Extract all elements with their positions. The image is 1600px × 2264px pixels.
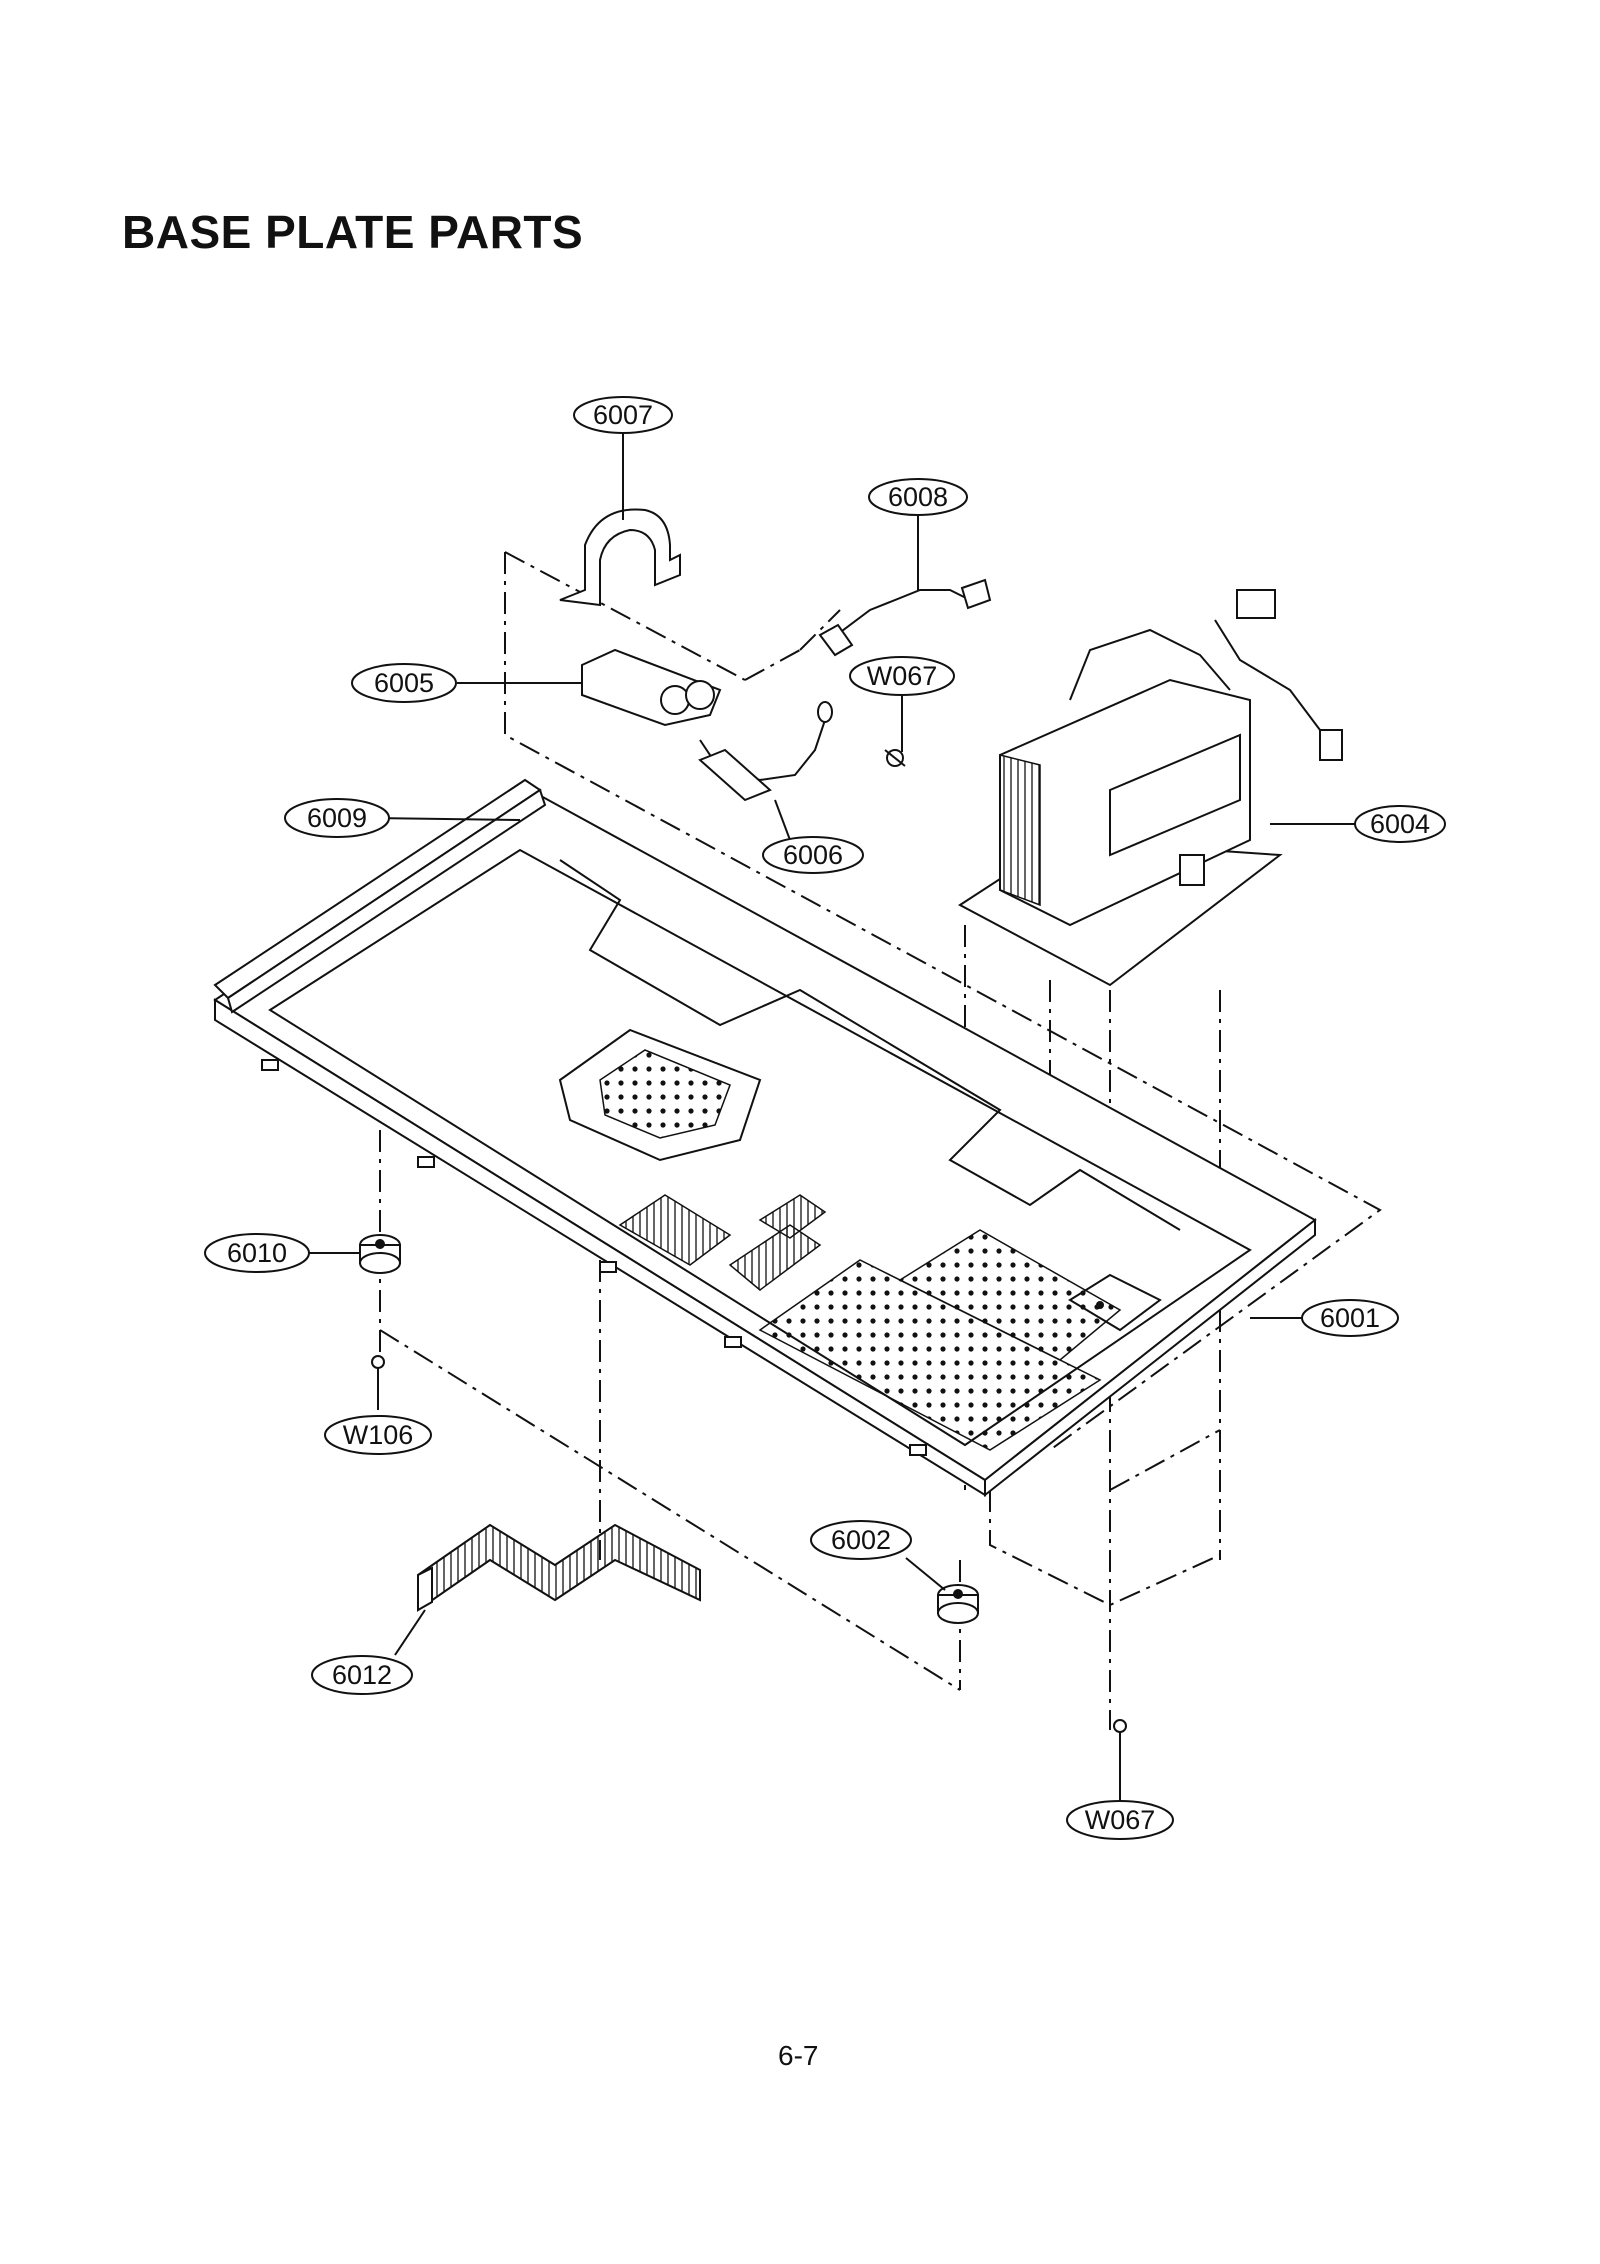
screw-top xyxy=(884,749,906,767)
callout-label: 6008 xyxy=(888,482,948,512)
callout-label: 6001 xyxy=(1320,1303,1380,1333)
vent-slots xyxy=(618,1194,827,1291)
callout-label: W106 xyxy=(343,1420,414,1450)
page-title: BASE PLATE PARTS xyxy=(122,206,584,258)
screw-w067-bottom xyxy=(1113,1719,1127,1760)
callout-label: 6012 xyxy=(332,1660,392,1690)
screw-w106 xyxy=(371,1355,385,1395)
wire-harness xyxy=(698,578,992,802)
callout-label: 6005 xyxy=(374,668,434,698)
callout-W067-top: W067 xyxy=(849,656,955,696)
callout-W106: W106 xyxy=(324,1415,432,1455)
callout-label: 6002 xyxy=(831,1525,891,1555)
callout-label: 6010 xyxy=(227,1238,287,1268)
callout-label: 6009 xyxy=(307,803,367,833)
capacitor xyxy=(581,648,722,727)
assembly-guide-lines xyxy=(379,551,1382,1730)
choke-shield xyxy=(417,1523,701,1612)
transformer xyxy=(958,589,1343,987)
callout-6005: 6005 xyxy=(351,663,457,703)
callout-label: W067 xyxy=(867,661,938,691)
callout-W067-bottom: W067 xyxy=(1066,1800,1174,1840)
callout-label: 6004 xyxy=(1370,809,1430,839)
base-plate xyxy=(213,778,1317,1498)
callout-label: 6006 xyxy=(783,840,843,870)
callout-6004: 6004 xyxy=(1354,805,1446,843)
callout-6009: 6009 xyxy=(284,798,390,838)
callout-6007: 6007 xyxy=(573,396,673,434)
callout-6010: 6010 xyxy=(204,1233,310,1273)
callout-label: W067 xyxy=(1085,1805,1156,1835)
callout-6008: 6008 xyxy=(868,478,968,516)
callout-6006: 6006 xyxy=(762,836,864,874)
page-number: 6-7 xyxy=(778,2040,819,2071)
capacitor-bracket xyxy=(559,508,681,607)
foot-6002 xyxy=(937,1584,979,1624)
callout-6002: 6002 xyxy=(810,1520,912,1560)
callout-6001: 6001 xyxy=(1301,1299,1399,1337)
callout-label: 6007 xyxy=(593,400,653,430)
foot-6010 xyxy=(359,1234,401,1274)
callout-6012: 6012 xyxy=(311,1655,413,1695)
leader-lines xyxy=(305,432,1358,1800)
